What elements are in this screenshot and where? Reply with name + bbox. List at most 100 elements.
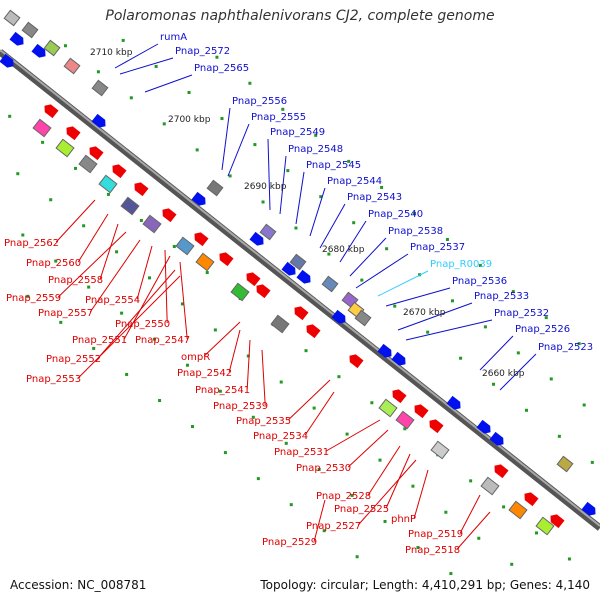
label-leader-lines: [55, 43, 537, 550]
tick-mark: [317, 467, 321, 471]
leader-line: [377, 270, 429, 297]
gene-block: [175, 236, 195, 256]
tick-mark: [385, 247, 389, 251]
scale-label: 2700 kbp: [168, 115, 211, 125]
scale-label: 2690 kbp: [244, 182, 287, 192]
tick-mark: [327, 252, 331, 256]
reverse-gene-label: Pnap_2525: [334, 504, 389, 515]
tick-mark: [120, 311, 124, 315]
tick-mark: [284, 441, 288, 445]
leader-line: [227, 123, 250, 177]
leader-line: [89, 239, 141, 313]
leader-line: [57, 231, 127, 298]
tick-mark: [459, 356, 463, 360]
tick-mark: [106, 192, 110, 196]
gene-block: [430, 440, 450, 460]
tick-mark: [153, 337, 157, 341]
gene-features: [0, 9, 596, 536]
tick-mark: [129, 96, 133, 100]
tick-mark: [411, 484, 415, 488]
reverse-gene-label: phnP: [391, 514, 416, 525]
tick-mark: [96, 70, 100, 74]
tick-mark: [426, 330, 430, 334]
tick-mark: [492, 382, 496, 386]
forward-gene-arrow: [9, 31, 24, 46]
leader-line: [267, 138, 271, 211]
tick-mark: [352, 221, 356, 225]
forward-gene-arrow: [31, 43, 46, 58]
tick-mark: [49, 198, 53, 202]
reverse-gene-label: Pnap_2531: [274, 447, 329, 458]
forward-gene-label: Pnap_2523: [538, 342, 593, 353]
reverse-gene-arrow: [194, 232, 209, 247]
gene-block: [289, 253, 307, 271]
leader-line: [261, 349, 266, 406]
forward-gene-label: Pnap_2543: [347, 192, 402, 203]
genome-backbone: [0, 49, 600, 531]
leader-line: [97, 269, 176, 359]
reverse-gene-arrow: [246, 272, 261, 287]
gene-block: [321, 275, 339, 293]
reverse-gene-arrow: [392, 389, 407, 404]
leader-line: [77, 275, 181, 379]
accession-text: Accession: NC_008781: [10, 578, 147, 592]
gene-block: [535, 516, 555, 536]
forward-gene-label: Pnap_2572: [175, 46, 230, 57]
tick-mark: [445, 238, 449, 241]
tick-mark: [215, 55, 219, 59]
reverse-gene-arrow: [414, 404, 429, 419]
gene-block: [195, 252, 215, 272]
tick-mark: [218, 389, 222, 393]
tick-mark: [380, 185, 384, 189]
gene-block: [91, 79, 109, 97]
leader-line: [456, 511, 491, 550]
leader-line: [136, 245, 153, 300]
tick-mark: [450, 299, 454, 303]
reverse-gene-label: Pnap_2553: [26, 374, 81, 385]
leader-line: [99, 223, 119, 280]
reverse-gene-label: Pnap_2559: [6, 293, 61, 304]
leader-line: [349, 237, 387, 277]
forward-gene-label: Pnap_2544: [327, 176, 382, 187]
tick-mark: [444, 510, 448, 514]
forward-gene-label: Pnap_2533: [474, 291, 529, 302]
forward-gene-arrow: [281, 261, 296, 276]
reverse-gene-label: Pnap_2542: [177, 368, 232, 379]
reverse-gene-label: Pnap_2551: [72, 335, 127, 346]
forward-gene-label: Pnap_2555: [251, 112, 306, 123]
reverse-gene-label: Pnap_2528: [316, 491, 371, 502]
gene-block: [508, 500, 528, 520]
tick-mark: [213, 328, 217, 332]
leader-line: [55, 199, 96, 243]
leader-line: [413, 469, 429, 519]
tick-mark: [162, 122, 166, 126]
tick-mark: [483, 325, 487, 329]
tick-mark: [248, 81, 252, 85]
tick-mark: [256, 477, 260, 481]
forward-gene-arrow: [191, 191, 206, 206]
reverse-gene-label: Pnap_2550: [115, 319, 170, 330]
tick-mark: [87, 285, 91, 289]
forward-gene-arrow: [446, 395, 461, 410]
leader-line: [397, 302, 473, 331]
reverse-gene-arrow: [550, 514, 565, 529]
tick-mark: [74, 166, 78, 170]
forward-gene-arrow: [489, 431, 504, 446]
leader-line: [228, 329, 241, 373]
forward-gene-arrow: [91, 113, 106, 128]
reverse-gene-label: Pnap_2529: [262, 537, 317, 548]
tick-mark: [304, 349, 308, 353]
scale-label: 2670 kbp: [403, 308, 446, 318]
reverse-gene-arrow: [494, 464, 509, 479]
forward-gene-label: Pnap_2545: [306, 160, 361, 171]
tick-mark: [139, 218, 143, 222]
reverse-gene-label: Pnap_2535: [236, 416, 291, 427]
gene-block: [32, 118, 52, 138]
forward-gene-arrow: [296, 269, 311, 284]
leader-line: [355, 253, 409, 289]
tick-mark: [403, 427, 407, 431]
tick-mark: [286, 169, 290, 173]
leader-line: [309, 187, 326, 237]
